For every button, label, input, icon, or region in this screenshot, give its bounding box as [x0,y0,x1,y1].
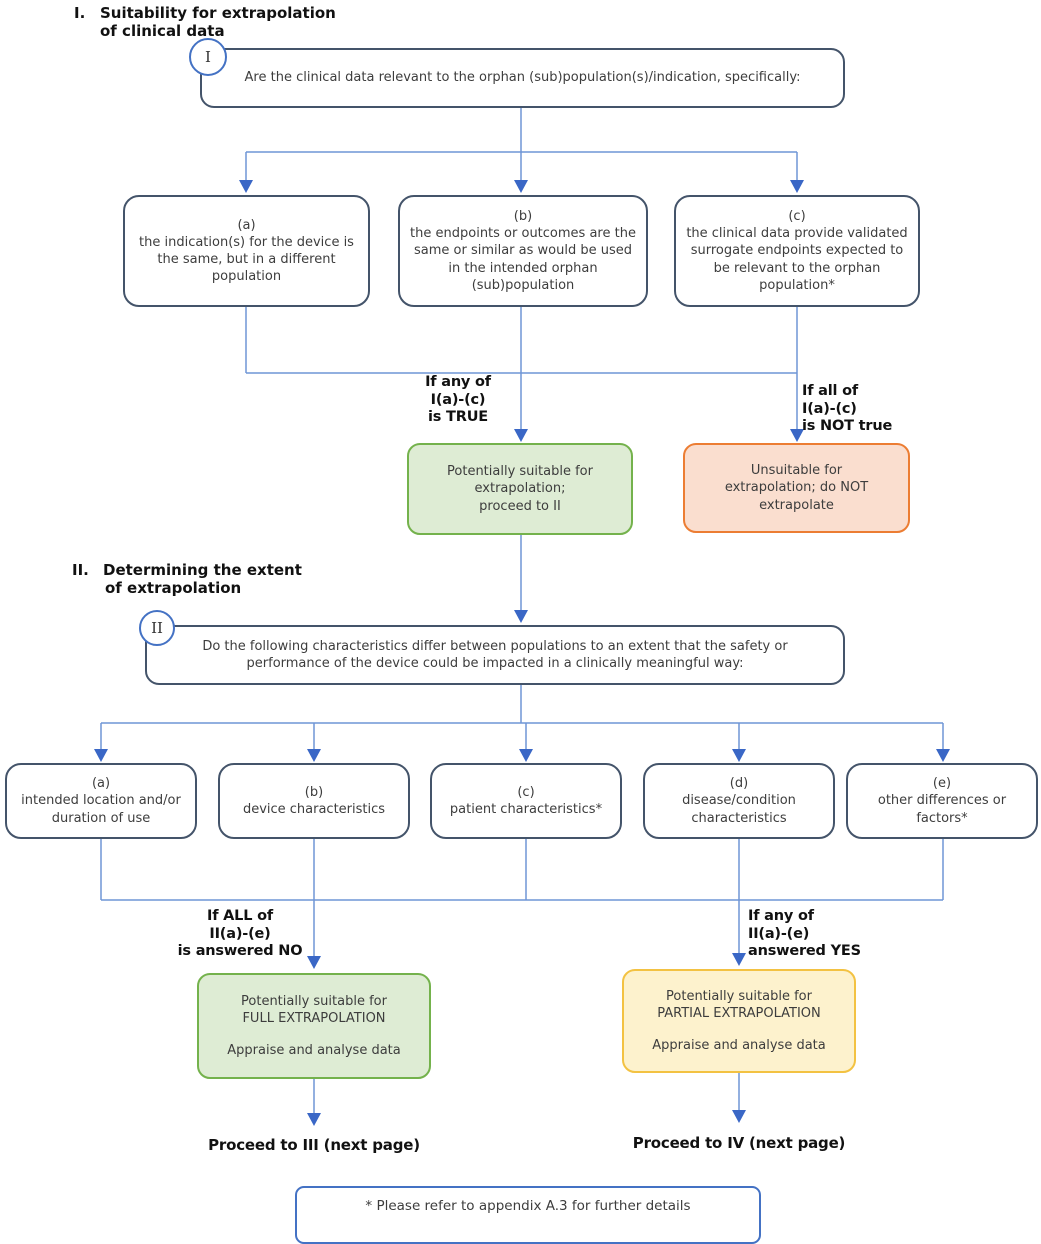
step-marker-1: I [189,38,227,76]
criterion-2c-label: (c) [517,784,535,800]
criterion-2a-text: intended location and/or duration of use [21,793,181,826]
outcome-ii-connectors [100,839,944,969]
outcome-box-full-extrapolation: Potentially suitable for FULL EXTRAPOLAT… [197,973,431,1079]
criterion-1a-label: (a) [237,217,256,233]
outcome-i-connectors [245,307,804,442]
branch-i-connectors [239,108,804,193]
criterion-box-2a: (a) intended location and/or duration of… [5,763,197,839]
label-if-any-true: If any of I(a)-(c) is TRUE [425,374,491,425]
criterion-1c-label: (c) [788,209,806,225]
branch-ii-connectors [94,684,950,762]
criterion-2d-text: disease/condition characteristics [682,793,796,826]
criterion-box-1b: (b) the endpoints or outcomes are the sa… [398,195,648,307]
to-section-ii-connector [514,535,528,623]
proceed-connectors [307,1073,746,1126]
section-1-heading: I. Suitability for extrapolation of clini… [74,4,336,40]
proceed-to-iii-label: Proceed to III (next page) [208,1136,420,1154]
question-box-2: Do the following characteristics differ … [145,625,845,685]
criterion-1b-text: the endpoints or outcomes are the same o… [410,226,636,293]
section-2-heading: II. Determining the extent of extrapolati… [72,561,302,597]
criterion-box-2d: (d) disease/condition characteristics [643,763,835,839]
proceed-to-iv-label: Proceed to IV (next page) [632,1134,846,1152]
criterion-1c-text: the clinical data provide validated surr… [686,226,908,293]
footnote-text: * Please refer to appendix A.3 for furth… [365,1198,691,1214]
criterion-2e-text: other differences or factors* [877,793,1007,826]
section-2-title-line2: of extrapolation [105,579,242,597]
criterion-box-1a: (a) the indication(s) for the device is … [123,195,370,307]
criterion-2a-label: (a) [91,776,111,792]
connector-layer [94,108,950,1126]
criterion-2b-label: (b) [304,784,324,800]
criterion-2e-label: (e) [932,776,952,792]
criterion-2b-text: device characteristics [242,802,386,817]
step-marker-2: II [139,610,175,646]
label-if-any-yes: If any of II(a)-(e) answered YES [748,908,861,959]
footnote-box: * Please refer to appendix A.3 for furth… [295,1186,761,1244]
label-if-all-not-true: If all of I(a)-(c) is NOT true [802,383,893,434]
section-1-title: Suitability for extrapolation [100,4,336,22]
outcome-box-suitable: Potentially suitable for extrapolation; … [407,443,633,535]
criterion-box-1c: (c) the clinical data provide validated … [674,195,920,307]
outcome-box-unsuitable: Unsuitable for extrapolation; do NOT ext… [683,443,910,533]
outcome-box-partial-extrapolation: Potentially suitable for PARTIAL EXTRAPO… [622,969,856,1073]
criterion-1b-label: (b) [513,209,533,225]
section-2-title: Determining the extent [103,561,302,579]
criterion-box-2c: (c) patient characteristics* [430,763,622,839]
flowchart-page: { "s1": { "num": "I.", "title1": "Suitab… [5,4,1038,1244]
question-box-1: Are the clinical data relevant to the or… [200,48,845,108]
criterion-1a-text: the indication(s) for the device is the … [139,234,354,285]
section-1-number: I. [74,4,86,22]
section-2-number: II. [72,561,89,579]
question-2-text: Do the following characteristics differ … [202,638,788,671]
criterion-2d-label: (d) [729,776,749,792]
criterion-box-2b: (b) device characteristics [218,763,410,839]
criterion-box-2e: (e) other differences or factors* [846,763,1038,839]
criterion-2c-text: patient characteristics* [449,802,603,817]
question-1-text: Are the clinical data relevant to the or… [244,70,801,86]
section-1-title-line2: of clinical data [100,22,225,40]
label-if-all-no: If ALL of II(a)-(e) is answered NO [177,908,303,959]
